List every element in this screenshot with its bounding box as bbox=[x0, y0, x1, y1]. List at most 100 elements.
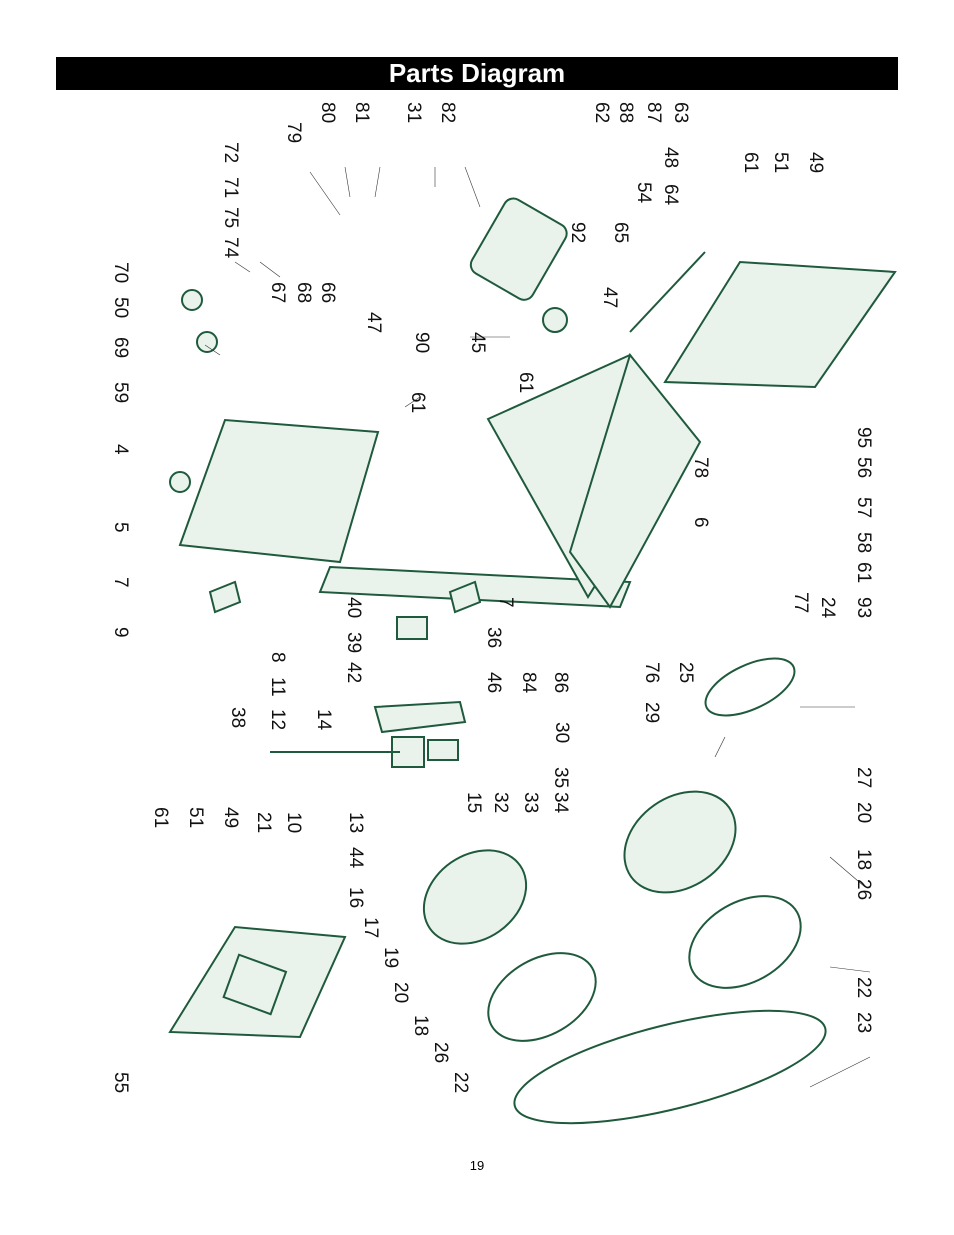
callout-38: 38 bbox=[227, 707, 248, 728]
callout-32: 32 bbox=[490, 792, 511, 813]
callout-67: 67 bbox=[267, 282, 288, 303]
callout-78: 78 bbox=[690, 457, 711, 478]
callout-10: 10 bbox=[283, 812, 304, 833]
callout-61c: 61 bbox=[515, 372, 536, 393]
callout-18a: 18 bbox=[853, 849, 874, 870]
part-blade bbox=[513, 1009, 827, 1125]
callout-79: 79 bbox=[283, 122, 304, 143]
callout-70: 70 bbox=[110, 262, 131, 283]
part-motor bbox=[469, 197, 568, 301]
part-guide-bracket bbox=[373, 700, 467, 734]
callout-51a: 51 bbox=[770, 152, 791, 173]
callout-30: 30 bbox=[551, 722, 572, 743]
callout-24: 24 bbox=[817, 597, 838, 619]
callout-92: 92 bbox=[567, 222, 588, 243]
callout-49b: 49 bbox=[220, 807, 241, 828]
callout-75: 75 bbox=[220, 207, 241, 228]
callout-8: 8 bbox=[267, 652, 288, 663]
page-number: 19 bbox=[469, 1158, 485, 1173]
page-title: Parts Diagram bbox=[388, 58, 566, 88]
callout-22a: 22 bbox=[853, 977, 874, 998]
callout-4: 4 bbox=[110, 444, 131, 455]
callout-16: 16 bbox=[345, 887, 366, 908]
callout-68: 68 bbox=[293, 282, 314, 303]
part-table-slot bbox=[222, 953, 288, 1016]
callout-7a: 7 bbox=[110, 577, 131, 588]
callout-33: 33 bbox=[520, 792, 541, 813]
callout-23: 23 bbox=[853, 1012, 874, 1033]
part-bearing-70 bbox=[181, 289, 203, 311]
callout-71: 71 bbox=[220, 177, 241, 198]
callout-57: 57 bbox=[853, 497, 874, 518]
callout-64: 64 bbox=[660, 184, 681, 206]
callout-17: 17 bbox=[360, 917, 381, 938]
callout-40: 40 bbox=[343, 597, 364, 618]
callout-9: 9 bbox=[110, 627, 131, 638]
callout-5: 5 bbox=[110, 522, 131, 533]
callout-65: 65 bbox=[610, 222, 631, 243]
callout-35: 35 bbox=[550, 767, 571, 788]
part-tire-26a bbox=[688, 895, 802, 989]
callout-22b: 22 bbox=[450, 1072, 471, 1093]
callout-81: 81 bbox=[351, 102, 372, 123]
part-foot-7b bbox=[448, 580, 482, 614]
part-tire-26b bbox=[487, 952, 597, 1042]
callout-63: 63 bbox=[670, 102, 691, 123]
callout-44: 44 bbox=[345, 847, 366, 869]
callout-61d: 61 bbox=[853, 562, 874, 583]
part-bearing-50 bbox=[196, 331, 218, 353]
callout-56: 56 bbox=[853, 457, 874, 478]
callout-12: 12 bbox=[267, 709, 288, 730]
callout-58: 58 bbox=[853, 532, 874, 553]
callout-61b: 61 bbox=[407, 392, 428, 413]
part-tire-93 bbox=[704, 657, 796, 717]
callout-25: 25 bbox=[675, 662, 696, 683]
callout-47a: 47 bbox=[363, 312, 384, 333]
callout-87: 87 bbox=[643, 102, 664, 123]
part-bracket-36 bbox=[396, 616, 428, 640]
callout-15: 15 bbox=[463, 792, 484, 813]
part-knob-4 bbox=[169, 471, 191, 493]
callout-6: 6 bbox=[690, 517, 711, 528]
callout-84: 84 bbox=[518, 672, 539, 694]
callout-95: 95 bbox=[853, 427, 874, 448]
callout-36: 36 bbox=[483, 627, 504, 648]
part-foot-7a bbox=[208, 580, 242, 614]
callout-61a: 61 bbox=[740, 152, 761, 173]
part-base-plate bbox=[568, 352, 702, 609]
callout-29: 29 bbox=[641, 702, 662, 723]
part-spring bbox=[427, 739, 459, 761]
callout-66: 66 bbox=[317, 282, 338, 303]
callout-19: 19 bbox=[380, 947, 401, 968]
parts-diagram: 79 80 81 31 82 62 88 87 63 72 71 75 74 7… bbox=[110, 97, 900, 1132]
callout-14: 14 bbox=[313, 709, 334, 731]
callout-31: 31 bbox=[403, 102, 424, 123]
callout-69: 69 bbox=[110, 337, 131, 358]
callout-72: 72 bbox=[220, 142, 241, 163]
callout-7b: 7 bbox=[495, 597, 516, 608]
callout-77: 77 bbox=[790, 592, 811, 613]
callout-47b: 47 bbox=[599, 287, 620, 308]
callout-21: 21 bbox=[253, 812, 274, 833]
callout-27: 27 bbox=[853, 767, 874, 788]
callout-13: 13 bbox=[345, 812, 366, 833]
callout-26b: 26 bbox=[430, 1042, 451, 1063]
callout-18b: 18 bbox=[410, 1015, 431, 1036]
callout-48: 48 bbox=[660, 147, 681, 168]
callout-62: 62 bbox=[591, 102, 612, 123]
callout-86: 86 bbox=[550, 672, 571, 693]
callout-54: 54 bbox=[633, 182, 654, 204]
callout-82: 82 bbox=[437, 102, 458, 123]
callout-20a: 20 bbox=[853, 802, 874, 823]
callout-61e: 61 bbox=[150, 807, 171, 828]
callout-34: 34 bbox=[550, 792, 571, 814]
part-rod-65 bbox=[629, 251, 706, 333]
part-wheel-lower bbox=[422, 849, 528, 945]
callout-88: 88 bbox=[615, 102, 636, 123]
callout-74: 74 bbox=[220, 237, 241, 259]
callout-45: 45 bbox=[467, 332, 488, 353]
callout-51b: 51 bbox=[185, 807, 206, 828]
callout-49a: 49 bbox=[805, 152, 826, 173]
callout-76: 76 bbox=[641, 662, 662, 683]
callout-42: 42 bbox=[343, 662, 364, 683]
